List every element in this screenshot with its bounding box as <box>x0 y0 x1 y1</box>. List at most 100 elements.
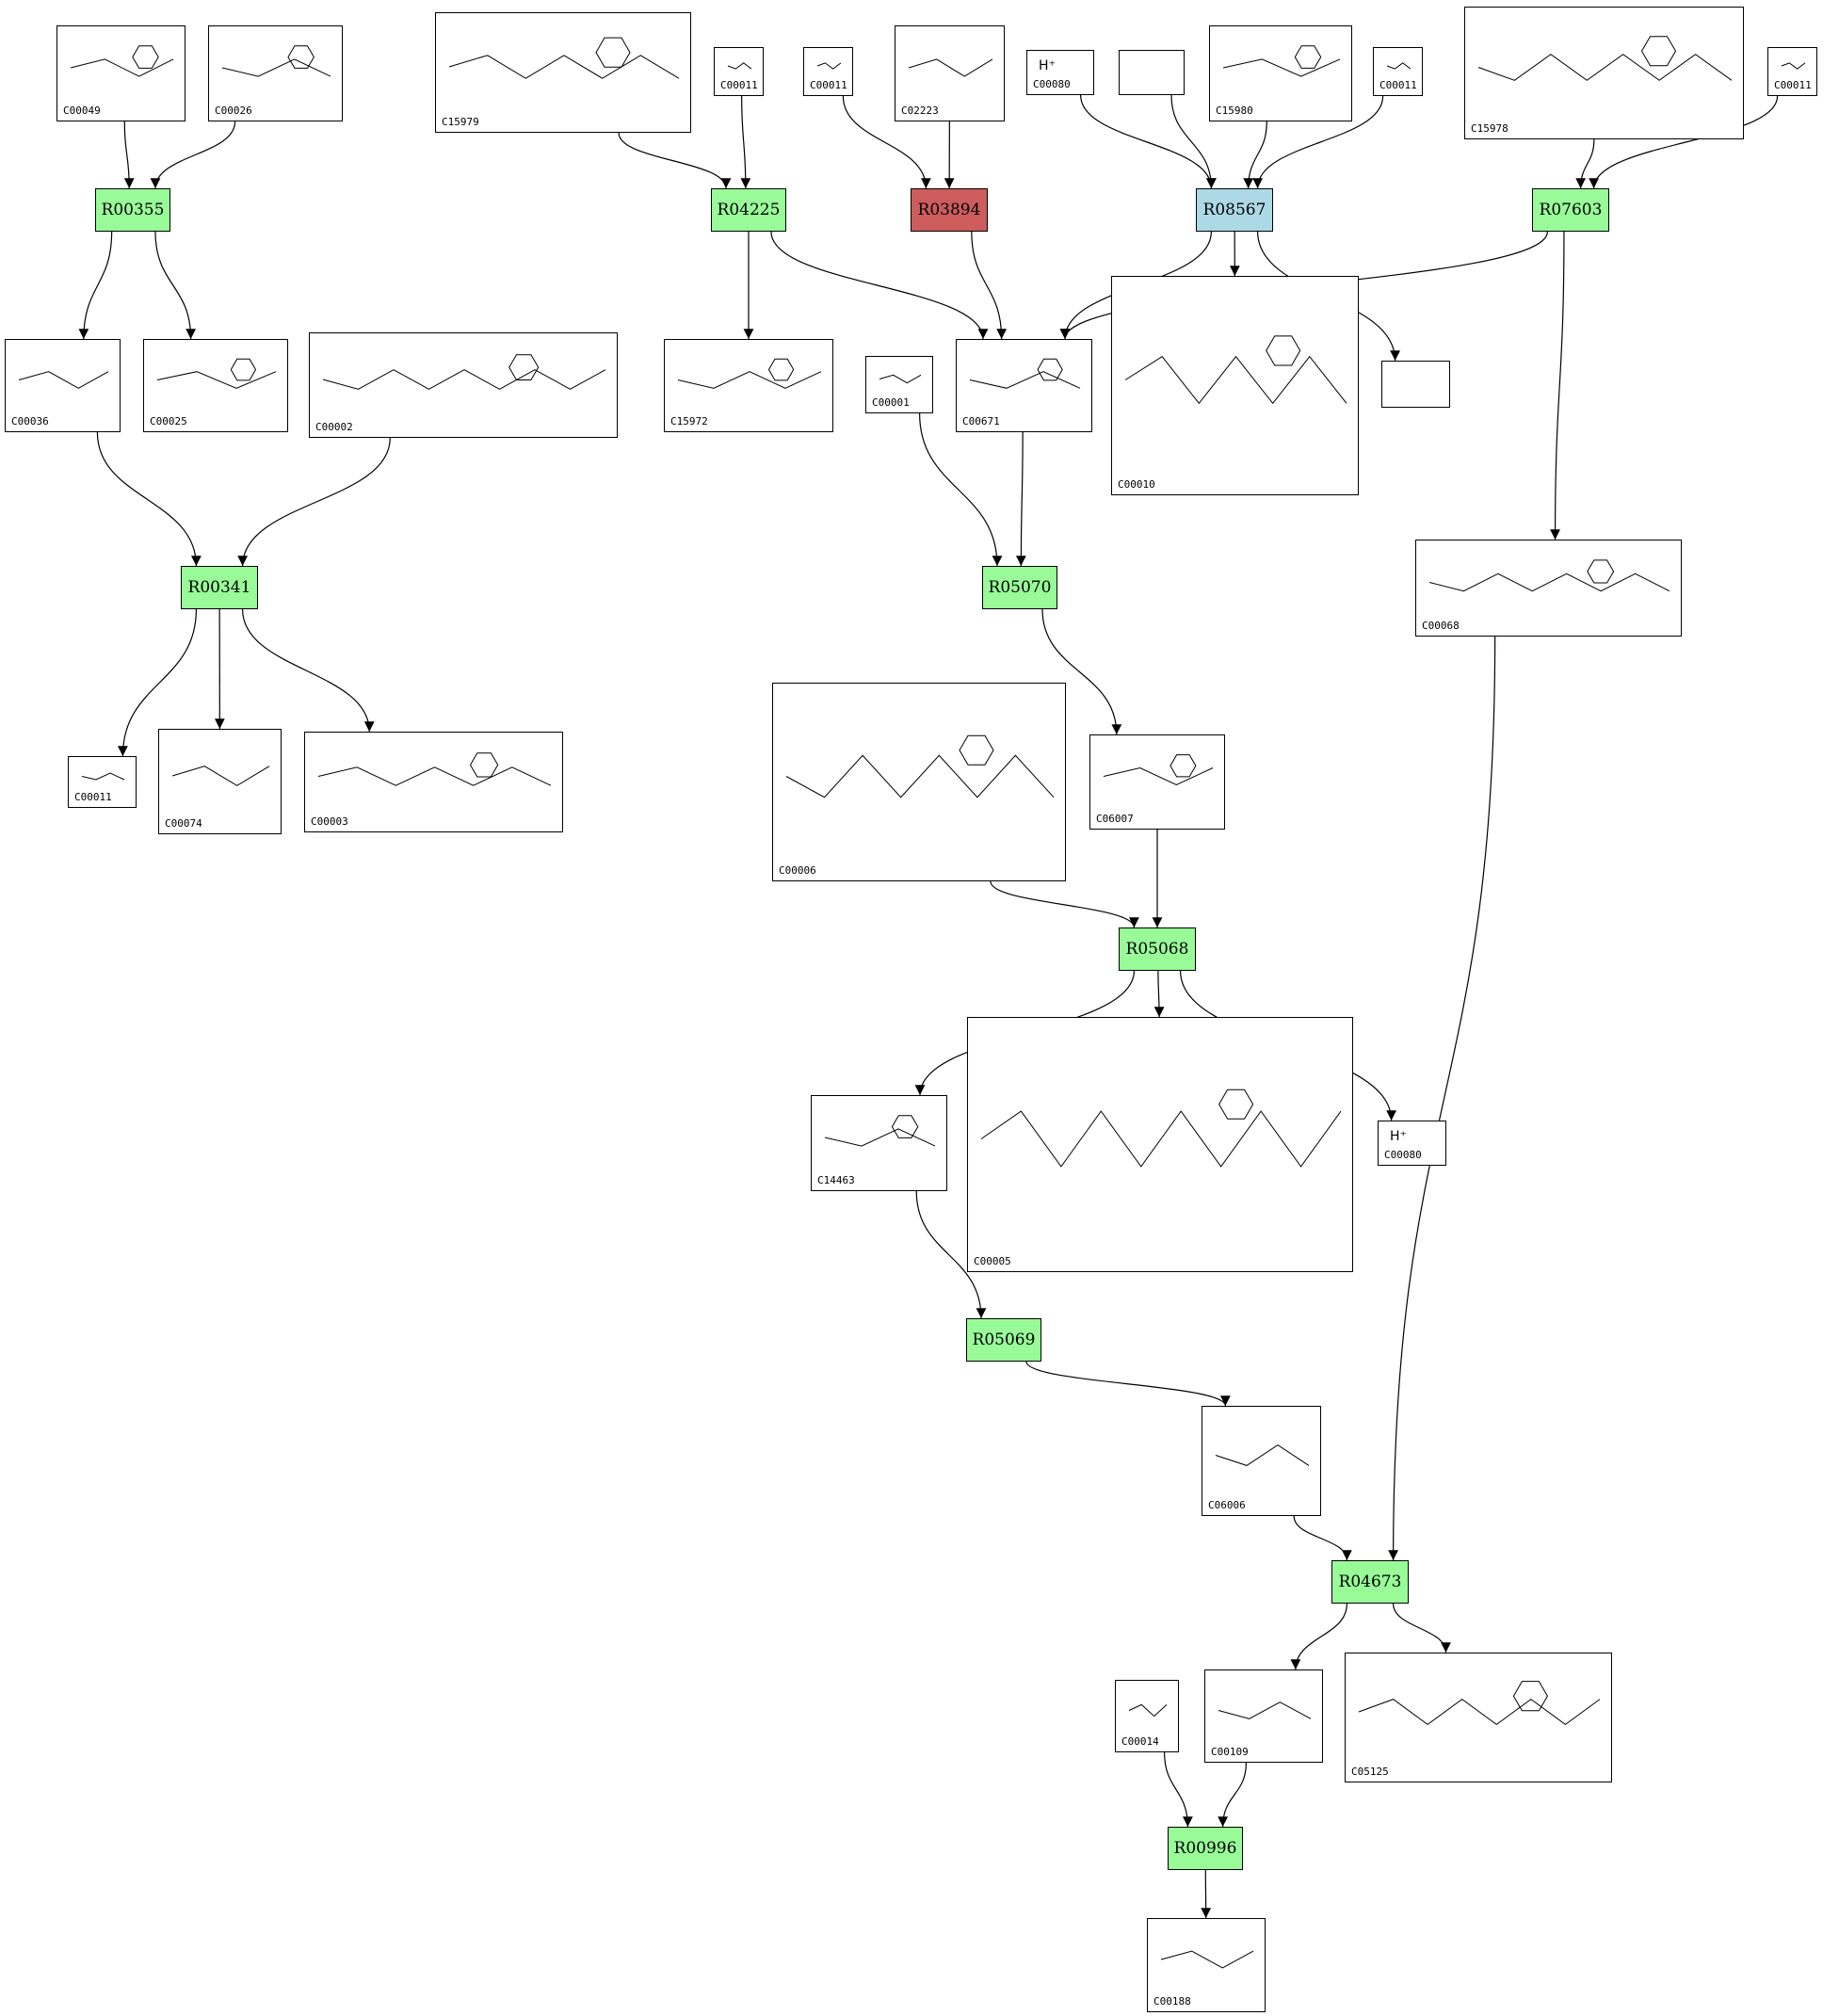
reaction-node-r05069[interactable]: R05069 <box>966 1318 1041 1362</box>
compound-node-c00080-a[interactable]: H⁺ C00080 <box>1026 50 1094 95</box>
edge-c00080_a-to-r08567 <box>1080 94 1217 189</box>
reaction-node-r05068[interactable]: R05068 <box>1119 927 1196 971</box>
compound-id-label: C00188 <box>1153 1995 1191 2008</box>
compound-node-c14463[interactable]: C14463 <box>811 1095 947 1191</box>
edge-r00341-to-c00003 <box>242 608 375 733</box>
structure-area <box>442 19 685 113</box>
compound-node-blank-a[interactable] <box>1119 50 1185 95</box>
compound-node-c00026[interactable]: C00026 <box>208 25 343 121</box>
compound-node-c00671[interactable]: C00671 <box>956 339 1092 432</box>
structure-drawing <box>879 374 922 384</box>
compound-node-c02223[interactable]: C02223 <box>895 25 1005 121</box>
compound-node-c00001[interactable]: C00001 <box>865 356 933 413</box>
compound-id-label: C00001 <box>872 396 910 409</box>
edge-c00049-to-r00355 <box>123 121 135 189</box>
edge-r05070-to-c06007 <box>1041 608 1122 735</box>
compound-node-c00068[interactable]: C00068 <box>1415 540 1682 637</box>
edge-r00341-to-c00011_e <box>118 608 197 757</box>
edge-c00036-to-r00341 <box>96 431 202 567</box>
reaction-node-r00341[interactable]: R00341 <box>181 566 258 609</box>
compound-id-label: C00005 <box>974 1255 1011 1267</box>
edge-r04673-to-c05125 <box>1393 1603 1451 1653</box>
compound-node-c00011-e[interactable]: C00011 <box>68 756 137 808</box>
structure-area <box>11 346 114 412</box>
compound-id-label: C00003 <box>311 815 348 828</box>
edge-r03894-to-c00671 <box>971 231 1008 340</box>
compound-node-c00014[interactable]: C00014 <box>1115 1680 1179 1752</box>
compound-node-c00011-d[interactable]: C00011 <box>1767 47 1817 96</box>
compound-node-c00011-b[interactable]: C00011 <box>803 47 853 96</box>
structure-area <box>63 32 179 102</box>
compound-node-c00006[interactable]: C00006 <box>772 683 1066 881</box>
compound-id-label: C00049 <box>63 105 101 117</box>
structure-drawing <box>816 62 842 70</box>
compound-id-label: C02223 <box>901 105 939 117</box>
compound-node-c06007[interactable]: C06007 <box>1089 734 1225 830</box>
structure-drawing <box>969 358 1081 389</box>
compound-node-c00002[interactable]: C00002 <box>309 332 618 438</box>
edge-c00671-to-r05070 <box>1015 431 1026 567</box>
compound-node-c15978[interactable]: C15978 <box>1464 7 1744 139</box>
reaction-node-r00355[interactable]: R00355 <box>95 188 170 232</box>
compound-node-c15980[interactable]: C15980 <box>1209 25 1352 121</box>
compound-node-c00074[interactable]: C00074 <box>158 729 282 834</box>
structure-area <box>974 1024 1347 1252</box>
compound-id-label: C00026 <box>215 105 252 117</box>
reaction-node-r05070[interactable]: R05070 <box>982 566 1057 609</box>
compound-node-c06006[interactable]: C06006 <box>1202 1406 1321 1516</box>
compound-node-c00109[interactable]: C00109 <box>1204 1669 1323 1763</box>
structure-drawing <box>1358 1681 1601 1726</box>
reaction-node-r04225[interactable]: R04225 <box>711 188 786 232</box>
compound-node-c00049[interactable]: C00049 <box>56 25 186 121</box>
structure-drawing <box>81 772 125 781</box>
compound-id-label: C00011 <box>810 79 847 91</box>
structure-area <box>1153 1925 1259 1992</box>
compound-id-label: C00011 <box>1774 79 1812 91</box>
edge-c00002-to-r00341 <box>237 437 391 567</box>
compound-node-c00036[interactable]: C00036 <box>5 339 121 432</box>
compound-node-c00003[interactable]: C00003 <box>304 732 563 832</box>
compound-id-label: C00068 <box>1422 620 1460 632</box>
compound-node-c15972[interactable]: C15972 <box>664 339 833 432</box>
compound-node-c00080-b[interactable]: H⁺C00080 <box>1378 1121 1446 1166</box>
compound-id-label: C00109 <box>1211 1746 1249 1758</box>
compound-node-c00025[interactable]: C00025 <box>143 339 288 432</box>
structure-area <box>215 32 336 102</box>
structure-area <box>901 32 998 102</box>
edge-c00011_b-to-r03894 <box>842 95 931 189</box>
compound-id-label: C00014 <box>1121 1735 1159 1748</box>
compound-id-label: C00002 <box>315 421 353 433</box>
edge-c00011_c-to-r08567 <box>1252 95 1384 189</box>
reaction-node-r07603[interactable]: R07603 <box>1532 188 1609 232</box>
compound-node-c00011-c[interactable]: C00011 <box>1373 47 1423 96</box>
structure-area <box>817 1102 941 1171</box>
reaction-node-r00996[interactable]: R00996 <box>1168 1827 1243 1870</box>
structure-area <box>962 346 1086 412</box>
compound-id-label: C15978 <box>1471 122 1508 135</box>
compound-formula: H⁺ <box>1039 58 1056 73</box>
compound-node-c00188[interactable]: C00188 <box>1147 1918 1266 2012</box>
structure-area <box>1379 54 1416 76</box>
structure-area <box>1118 282 1352 476</box>
structure-drawing <box>1222 45 1341 77</box>
compound-node-c00005[interactable]: C00005 <box>967 1017 1353 1272</box>
edge-c15980-to-r08567 <box>1243 121 1267 189</box>
compound-node-c05125[interactable]: C05125 <box>1345 1653 1612 1782</box>
compound-id-label: C00074 <box>165 817 202 830</box>
compound-node-c15979[interactable]: C15979 <box>435 12 691 133</box>
edge-c00011_a-to-r04225 <box>740 95 751 189</box>
reaction-node-r04673[interactable]: R04673 <box>1331 1560 1409 1604</box>
reaction-node-r08567[interactable]: R08567 <box>1196 188 1273 232</box>
structure-area <box>1211 1676 1316 1743</box>
edge-r07603-to-c00068 <box>1550 231 1565 540</box>
compound-id-label: C00080 <box>1033 78 1071 90</box>
compound-node-blank-b[interactable] <box>1381 361 1450 408</box>
compound-node-c00011-a[interactable]: C00011 <box>714 47 764 96</box>
reaction-node-r03894[interactable]: R03894 <box>911 188 988 232</box>
edge-r04225-to-c00671 <box>770 231 989 340</box>
compound-node-c00010[interactable]: C00010 <box>1111 276 1359 495</box>
structure-area <box>1208 1412 1315 1496</box>
structure-drawing <box>1781 62 1806 70</box>
edge-c06006-to-r04673 <box>1293 1515 1352 1561</box>
